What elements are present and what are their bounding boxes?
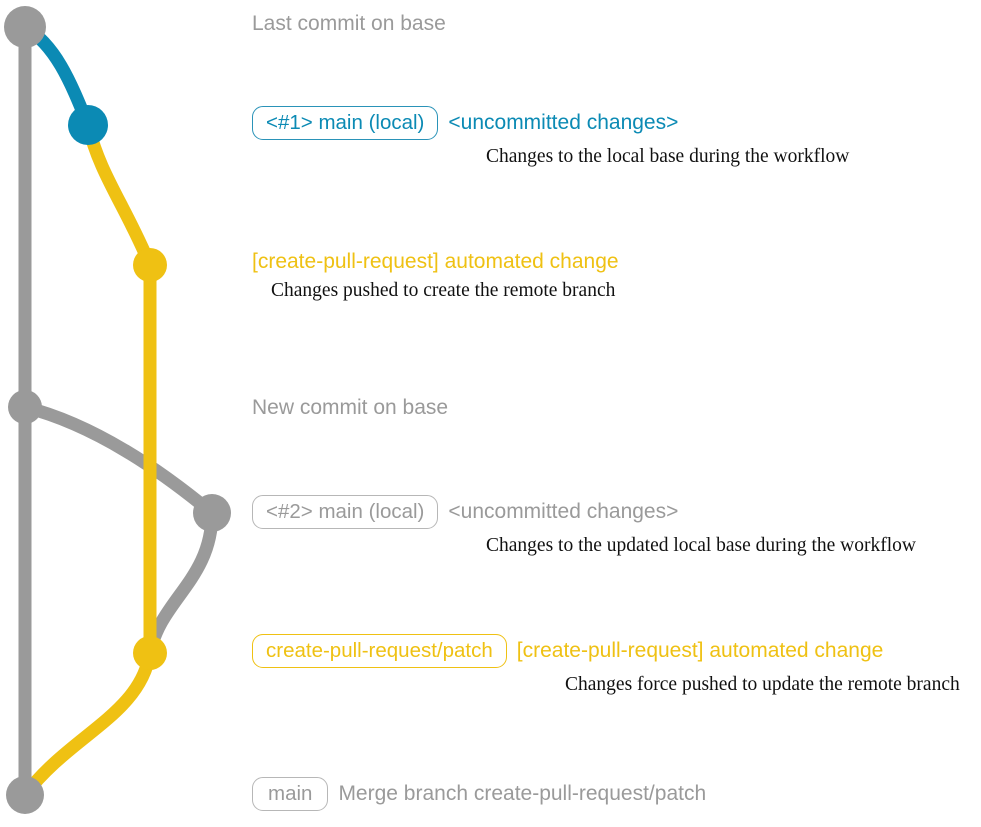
commit-graph xyxy=(4,6,231,814)
commit-subject: Merge branch create-pull-request/patch xyxy=(338,782,707,805)
commit-subject: New commit on base xyxy=(252,396,449,419)
commit-node-patch-1[interactable] xyxy=(133,248,167,282)
commit-row-automated-change-1: [create-pull-request] automated change C… xyxy=(252,250,619,302)
branch-badge-main-local-1[interactable]: <#1> main (local) xyxy=(252,106,439,140)
commit-node-new-base[interactable] xyxy=(8,390,42,424)
commit-node-local-main-1[interactable] xyxy=(68,105,108,145)
edge-base-to-local2 xyxy=(18,400,219,520)
branch-badge-main-local-2[interactable]: <#2> main (local) xyxy=(252,495,439,529)
commit-subject: <uncommitted changes> xyxy=(448,500,679,523)
commit-subject: [create-pull-request] automated change xyxy=(516,639,884,662)
commit-node-patch-2[interactable] xyxy=(133,636,167,670)
commit-node-local-main-2[interactable] xyxy=(193,494,231,532)
commit-row-new-commit-on-base: New commit on base xyxy=(252,396,448,420)
commit-row-merge-commit: main Merge branch create-pull-request/pa… xyxy=(252,777,706,811)
commit-node-merge[interactable] xyxy=(6,776,44,814)
commit-description: Changes pushed to create the remote bran… xyxy=(271,280,616,301)
commit-row-automated-change-2: create-pull-request/patch [create-pull-r… xyxy=(252,634,960,696)
commit-description: Changes to the updated local base during… xyxy=(486,535,916,556)
commit-node-base-head[interactable] xyxy=(4,6,46,48)
commit-subject: <uncommitted changes> xyxy=(448,111,679,134)
commit-row-local-main-2: <#2> main (local) <uncommitted changes> … xyxy=(252,495,916,557)
commit-row-local-main-1: <#1> main (local) <uncommitted changes> … xyxy=(252,106,849,168)
branch-badge-create-pull-request-patch[interactable]: create-pull-request/patch xyxy=(252,634,507,668)
commit-description: Changes to the local base during the wor… xyxy=(486,146,850,167)
branch-badge-main[interactable]: main xyxy=(252,777,329,811)
commit-subject: [create-pull-request] automated change xyxy=(252,250,619,273)
commit-row-last-commit-on-base: Last commit on base xyxy=(252,12,446,36)
commit-subject: Last commit on base xyxy=(252,12,446,35)
edge-patch2-to-merge xyxy=(18,646,157,802)
commit-description: Changes force pushed to update the remot… xyxy=(565,674,960,695)
